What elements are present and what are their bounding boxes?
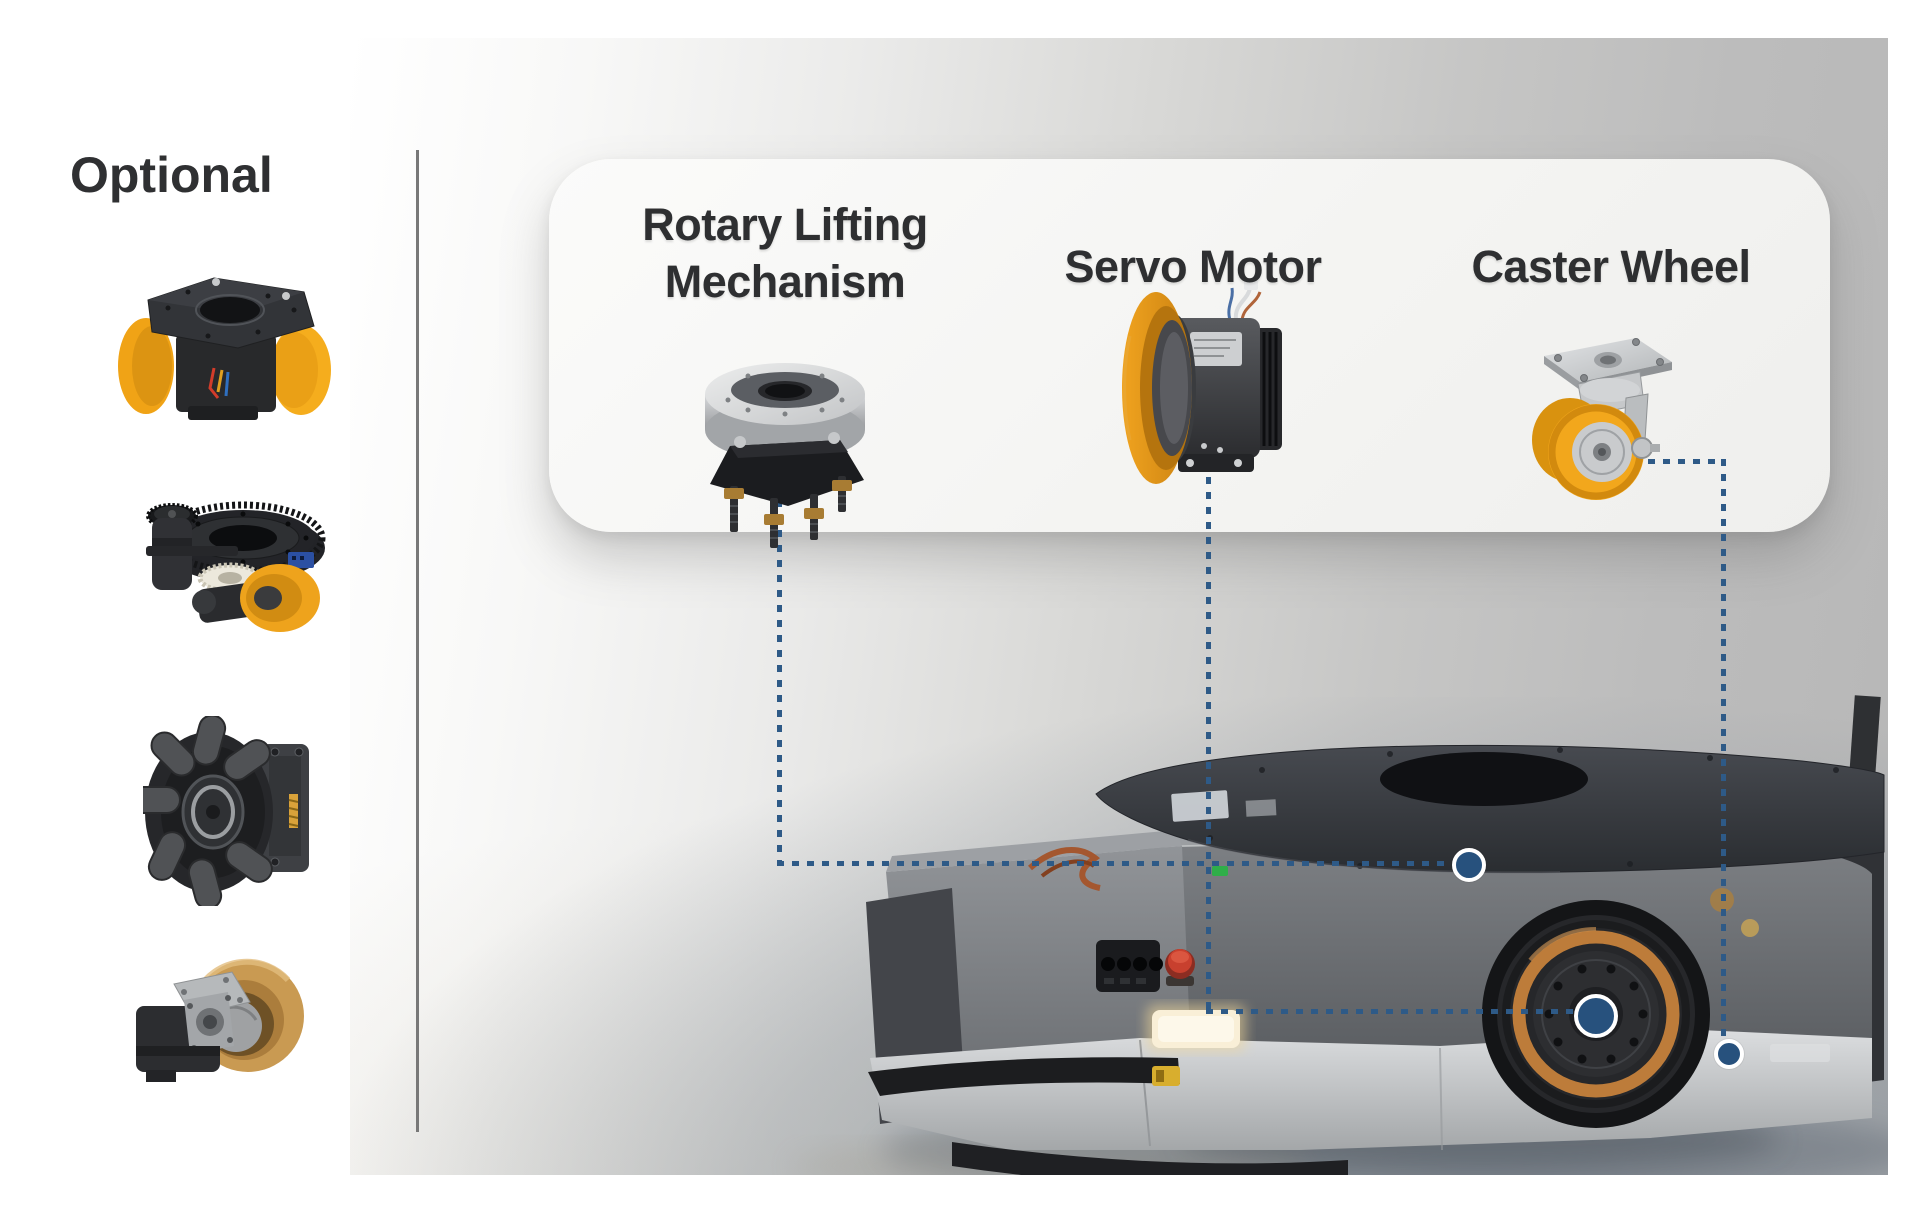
rotary-lifting-mechanism-image — [705, 363, 865, 548]
sidebar-divider — [416, 150, 419, 1132]
optional-heading: Optional — [70, 147, 273, 203]
connector-line-rotary-vertical — [777, 455, 782, 866]
connector-line-servo-horizontal — [1206, 1009, 1574, 1014]
connector-line-rotary-horizontal — [777, 861, 1452, 866]
optional-item-wheel-hub-drive-motor — [136, 958, 304, 1082]
connector-line-caster-vertical — [1721, 459, 1726, 1039]
connector-line-servo-vertical — [1206, 462, 1211, 1014]
connector-line-caster-horizontal — [1648, 459, 1726, 464]
component-label-rotary-lifting-mechanism: Rotary Lifting Mechanism — [642, 199, 928, 307]
servo-motor-image — [1122, 280, 1282, 484]
servo-endpoint-dot-icon — [1574, 994, 1618, 1038]
rotary-endpoint-dot-icon — [1452, 848, 1486, 882]
optional-item-slewing-ring-drive-unit — [146, 501, 326, 632]
caster-endpoint-dot-icon — [1714, 1039, 1744, 1069]
agv-robot-illustration — [790, 695, 1888, 1175]
component-label-caster-wheel: Caster Wheel — [1471, 241, 1751, 292]
component-label-servo-motor: Servo Motor — [1064, 241, 1322, 292]
optional-item-steering-drive-dual-wheel — [118, 277, 331, 420]
caster-wheel-image — [1532, 338, 1672, 500]
optional-item-mecanum-wheel — [143, 716, 309, 906]
